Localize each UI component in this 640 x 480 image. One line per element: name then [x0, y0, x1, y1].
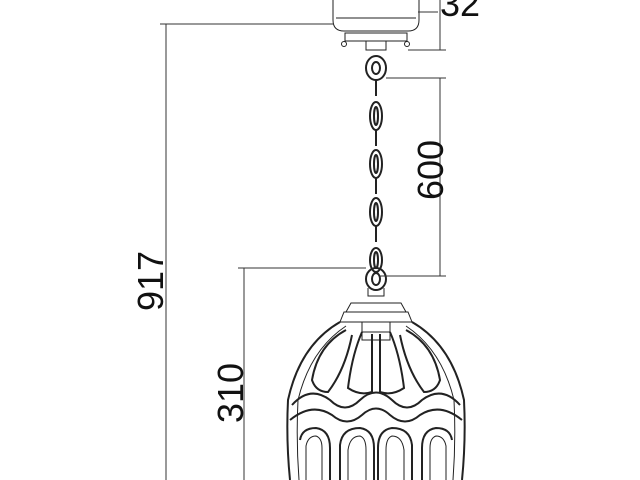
lantern-cage [286, 321, 466, 480]
lantern-cap [339, 288, 413, 333]
dimension-canopy-height: 32 [440, 0, 480, 24]
canopy [332, 0, 420, 51]
dimension-total-height: 917 [130, 251, 171, 311]
chain [365, 55, 387, 291]
dimension-lines [160, 0, 446, 480]
dimension-lantern-height: 310 [210, 363, 251, 423]
dimension-chain-length: 600 [410, 140, 451, 200]
